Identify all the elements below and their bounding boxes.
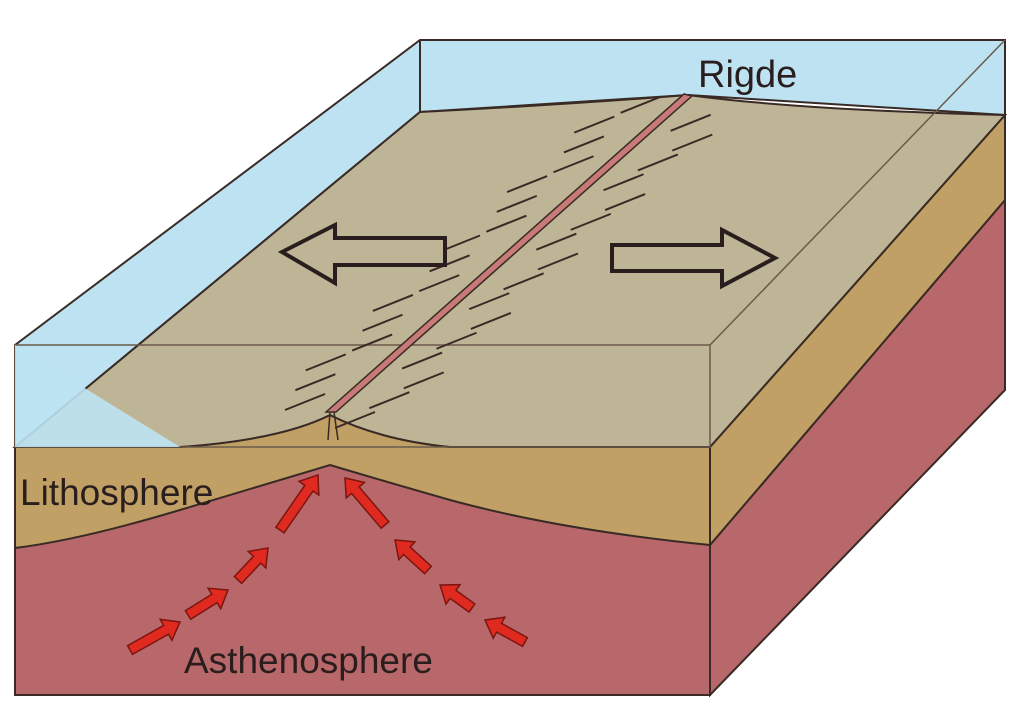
- crust-top-surface: [12, 93, 1008, 448]
- fault-tick: [470, 312, 512, 330]
- magma-flow-arrows: [126, 473, 529, 656]
- magma-arrow-icon: [483, 616, 529, 648]
- fault-tick: [284, 393, 326, 411]
- fault-tick: [537, 252, 579, 271]
- fault-marks: [284, 95, 713, 429]
- magma-arrow-icon: [344, 477, 390, 530]
- fault-tick: [429, 254, 470, 273]
- asthenosphere-label: Asthenosphere: [184, 640, 433, 681]
- fault-tick: [468, 292, 510, 311]
- fault-tick: [573, 115, 615, 134]
- fault-tick: [486, 214, 527, 233]
- fault-tick: [401, 351, 443, 370]
- magma-arrow-icon: [394, 539, 433, 575]
- fault-tick: [620, 95, 661, 114]
- fault-tick: [362, 313, 403, 332]
- fault-tick: [351, 333, 393, 352]
- fault-tick: [496, 194, 538, 213]
- fault-tick: [369, 391, 410, 410]
- magma-arrow-icon: [126, 618, 182, 656]
- ridge-label: Rigde: [698, 54, 798, 96]
- magma-arrow-icon: [438, 583, 476, 614]
- lithosphere-label: Lithosphere: [20, 472, 214, 513]
- fault-tick: [372, 294, 414, 312]
- fault-tick: [604, 193, 646, 211]
- magma-arrow-icon: [184, 587, 230, 621]
- fault-tick: [403, 371, 445, 390]
- magma-arrow-icon: [233, 547, 269, 585]
- arrow-left-icon: [277, 221, 447, 287]
- fault-tick: [334, 411, 376, 429]
- fault-tick: [506, 175, 548, 193]
- fault-tick: [536, 232, 577, 251]
- magma-arrow-icon: [274, 473, 320, 534]
- fault-tick: [295, 373, 336, 392]
- fault-tick: [670, 113, 711, 132]
- fault-tick: [305, 353, 347, 372]
- arrow-right-icon: [610, 226, 780, 290]
- fault-tick: [671, 133, 713, 152]
- fault-tick: [563, 135, 605, 154]
- fault-tick: [418, 274, 460, 293]
- fault-tick: [436, 331, 477, 350]
- ridge-rift: [324, 93, 694, 413]
- fault-tick: [603, 173, 644, 192]
- fault-tick: [637, 153, 679, 172]
- fault-tick: [553, 155, 594, 174]
- fault-tick: [570, 212, 612, 231]
- fault-tick: [503, 272, 544, 291]
